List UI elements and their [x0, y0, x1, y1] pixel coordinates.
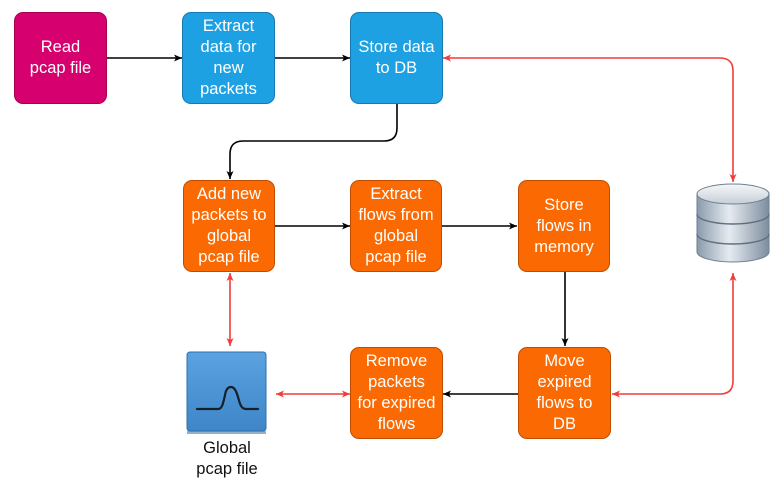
node-read-pcap-file: Read pcap file [14, 12, 107, 104]
node-move-expired-flows: Move expired flows to DB [518, 347, 611, 439]
node-add-new-packets: Add new packets to global pcap file [183, 180, 275, 272]
node-extract-flows-label: Extract flows from global pcap file [358, 185, 434, 266]
node-store-flows-in-memory-label: Store flows in memory [534, 195, 594, 256]
sync-arrow-move-db [612, 273, 737, 398]
flow-arrow-store-to-add [226, 104, 398, 179]
node-store-data-to-db-label: Store data to DB [358, 38, 435, 77]
pcap-file-icon [186, 351, 267, 434]
node-add-new-packets-label: Add new packets to global pcap file [191, 185, 267, 266]
node-remove-packets-label: Remove packets for expired flows [357, 352, 436, 433]
sync-arrow-store-db [443, 54, 737, 182]
global-pcap-file-caption: Global pcap file [196, 439, 258, 478]
node-store-data-to-db: Store data to DB [350, 12, 443, 104]
node-extract-flows: Extract flows from global pcap file [350, 180, 442, 272]
node-read-pcap-file-label: Read pcap file [29, 38, 92, 77]
node-remove-packets: Remove packets for expired flows [350, 347, 443, 439]
node-extract-data-new-packets-label: Extract data for new packets [200, 17, 257, 98]
database-icon [696, 183, 770, 263]
node-extract-data-new-packets: Extract data for new packets [182, 12, 275, 104]
node-store-flows-in-memory: Store flows in memory [518, 180, 610, 272]
node-move-expired-flows-label: Move expired flows to DB [536, 352, 593, 433]
